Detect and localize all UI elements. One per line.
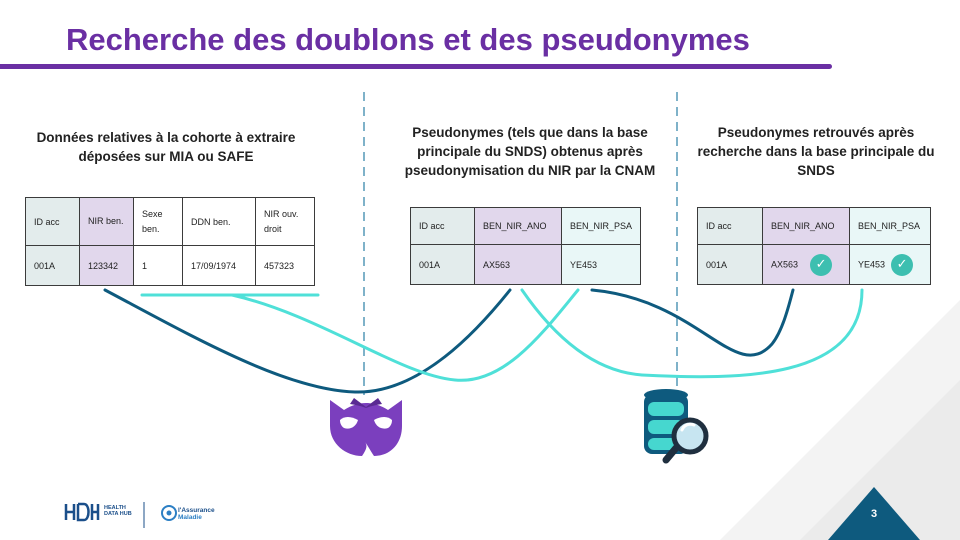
flow-line-ano-search <box>590 288 795 357</box>
table-cell-value: AX563 <box>771 258 799 269</box>
pseudonymised-table: ID acc BEN_NIR_ANO BEN_NIR_PSA 001A AX56… <box>410 207 641 285</box>
table-header-cell: BEN_NIR_ANO <box>474 207 562 245</box>
check-circle-icon: ✓ <box>810 253 833 276</box>
table-cell: 001A <box>697 244 763 285</box>
table-header-cell: NIR ouv. droit <box>255 197 315 246</box>
table-cell: 1 <box>133 245 183 286</box>
table-header-cell: BEN_NIR_ANO <box>762 207 850 245</box>
table-header-cell: DDN ben. <box>182 197 256 246</box>
table-header-cell: BEN_NIR_PSA <box>849 207 931 245</box>
table-cell: AX563 <box>474 244 562 285</box>
table-header-cell: ID acc <box>697 207 763 245</box>
health-data-hub-logo: HEALTH DATA HUB <box>64 502 132 522</box>
table-row: 001A AX563 YE453 <box>410 244 641 285</box>
flow-line-psa-search <box>520 288 864 379</box>
table-header-cell: ID acc <box>410 207 475 245</box>
svg-text:Maladie: Maladie <box>178 514 202 521</box>
svg-text:DATA HUB: DATA HUB <box>104 511 132 517</box>
flow-line-nir-out <box>103 288 512 394</box>
database-search-icon <box>644 389 709 464</box>
table-cell: 001A <box>25 245 80 286</box>
table-cell: 457323 <box>255 245 315 286</box>
svg-text:l'Assurance: l'Assurance <box>178 507 215 514</box>
table-cell-value: YE453 <box>858 258 886 269</box>
slide-title: Recherche des doublons et des pseudonyme… <box>66 22 750 57</box>
retrieved-pseudonyms-heading: Pseudonymes retrouvés après recherche da… <box>697 125 935 178</box>
table-cell: YE453 <box>561 244 641 285</box>
table-header-cell: Sexe ben. <box>133 197 183 246</box>
table-header-row: ID acc BEN_NIR_ANO BEN_NIR_PSA <box>697 207 931 245</box>
table-header-cell: ID acc <box>25 197 80 246</box>
table-cell: 17/09/1974 <box>182 245 256 286</box>
table-cell: YE453 ✓ <box>849 244 931 285</box>
mask-icon <box>330 398 402 456</box>
table-header-cell: BEN_NIR_PSA <box>561 207 641 245</box>
footer-logos: HEALTH DATA HUB l'Assurance Maladie <box>64 502 215 528</box>
table-header-cell: NIR ben. <box>79 197 134 246</box>
title-underline <box>0 64 832 69</box>
assurance-maladie-logo: l'Assurance Maladie <box>161 505 215 521</box>
table-row: 001A 123342 1 17/09/1974 457323 <box>25 245 315 286</box>
table-cell: AX563 ✓ <box>762 244 850 285</box>
check-circle-icon: ✓ <box>891 253 914 276</box>
page-number: 3 <box>870 508 878 520</box>
cohort-data-table: ID acc NIR ben. Sexe ben. DDN ben. NIR o… <box>25 197 315 286</box>
pseudonymised-heading: Pseudonymes (tels que dans la base princ… <box>404 125 656 178</box>
table-header-row: ID acc BEN_NIR_ANO BEN_NIR_PSA <box>410 207 641 245</box>
cohort-data-heading: Données relatives à la cohorte à extrair… <box>36 130 296 164</box>
svg-text:HEALTH: HEALTH <box>104 505 126 511</box>
table-row: 001A AX563 ✓ YE453 ✓ <box>697 244 931 285</box>
retrieved-pseudonyms-table: ID acc BEN_NIR_ANO BEN_NIR_PSA 001A AX56… <box>697 207 931 285</box>
table-header-row: ID acc NIR ben. Sexe ben. DDN ben. NIR o… <box>25 197 315 246</box>
flow-line-cohort-back <box>230 288 580 382</box>
